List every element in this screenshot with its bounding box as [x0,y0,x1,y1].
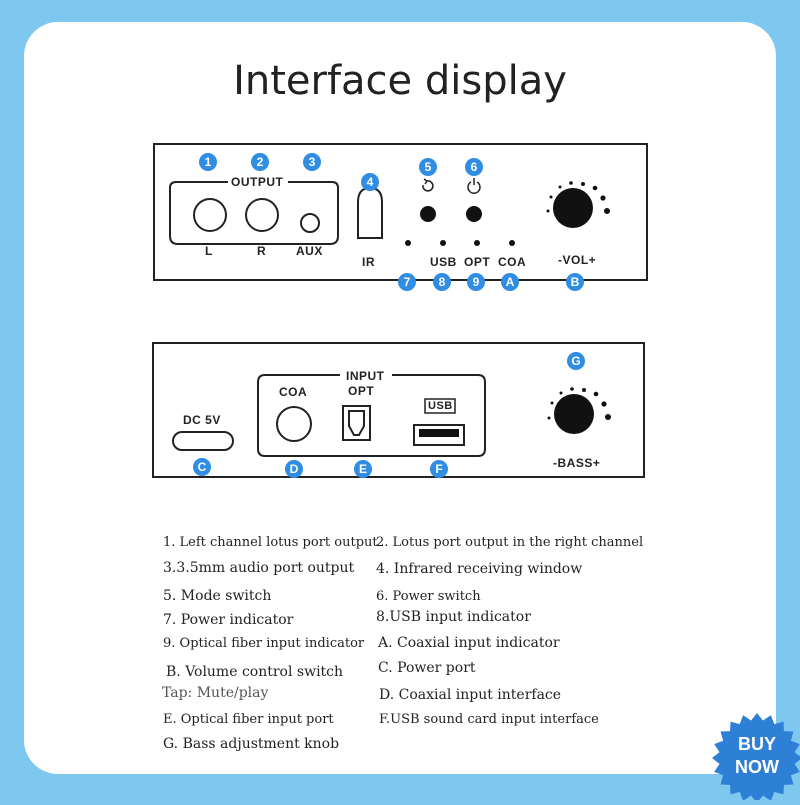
mode-switch-icon [422,178,434,192]
usb-indicator-label: USB [430,255,457,269]
legend-item-e: E. Optical fiber input port [163,712,334,727]
badge-c: C [193,458,211,476]
badge-6: 6 [465,158,483,176]
legend-item-d: D. Coaxial input interface [379,687,562,703]
coa-indicator [509,240,515,246]
aux-port [300,213,320,233]
volume-scale-dots [546,181,610,214]
legend-item-4: 4. Infrared receiving window [376,561,583,577]
dc-power-port [172,431,234,451]
ir-label: IR [362,255,375,269]
usb-input-port [413,424,465,446]
power-icon [467,178,481,194]
badge-4: 4 [361,173,379,191]
usb-indicator [440,240,446,246]
legend-item-6: 6. Power switch [376,589,481,604]
volume-knob [553,188,593,228]
badge-1: 1 [199,153,217,171]
legend-item-7: 7. Power indicator [163,612,294,628]
badge-8: 8 [433,273,451,291]
badge-b: B [566,273,584,291]
coaxial-input-port [276,406,312,442]
badge-3: 3 [303,153,321,171]
vol-label: -VOL+ [558,253,597,267]
output-group-frame [169,181,339,245]
opt-indicator-label: OPT [464,255,491,269]
legend-item-f: F.USB sound card input interface [379,712,599,727]
power-indicator [405,240,411,246]
input-opt-label: OPT [348,384,375,398]
ir-window [357,186,383,239]
legend-item-b: B. Volume control switch [166,664,344,680]
usb-port-label: USB [428,400,453,412]
input-label: INPUT [346,369,385,383]
port-aux-label: AUX [296,244,323,258]
port-l-label: L [205,244,213,258]
legend-item-b-note: Tap: Mute/play [162,685,269,701]
mode-switch-button [420,206,436,222]
badge-2: 2 [251,153,269,171]
badge-a: A [501,273,519,291]
badge-f: F [430,460,448,478]
badge-9: 9 [467,273,485,291]
bass-scale-dots [547,387,611,420]
coa-indicator-label: COA [498,255,527,269]
legend-item-3: 3.3.5mm audio port output [163,560,355,576]
legend-item-2: 2. Lotus port output in the right channe… [376,535,644,550]
badge-d: D [285,460,303,478]
legend-item-1: 1. Left channel lotus port output [163,535,378,550]
badge-7: 7 [398,273,416,291]
legend-item-5: 5. Mode switch [163,588,272,604]
page-title: Interface display [233,58,567,104]
input-group-frame [257,374,486,457]
buy-now-line1: BUY [738,734,776,754]
legend-item-g: G. Bass adjustment knob [163,736,340,752]
output-label: OUTPUT [231,175,284,189]
buy-now-line2: NOW [735,757,779,777]
badge-5: 5 [419,158,437,176]
bass-knob [554,394,594,434]
legend-item-a: A. Coaxial input indicator [378,635,560,651]
power-switch-button [466,206,482,222]
legend-item-8: 8.USB input indicator [376,609,531,625]
opt-indicator [474,240,480,246]
legend-item-c: C. Power port [378,660,476,676]
dc-label: DC 5V [183,413,221,427]
bass-label: -BASS+ [553,456,601,470]
buy-now-badge[interactable]: BUY NOW [708,708,800,803]
left-lotus-port [193,198,227,232]
badge-e: E [354,460,372,478]
coa-port-label: COA [279,385,308,399]
badge-g: G [567,352,585,370]
legend-item-9: 9. Optical fiber input indicator [163,636,365,651]
optical-input-port [342,405,371,441]
right-lotus-port [245,198,279,232]
port-r-label: R [257,244,267,258]
buy-now-starburst: BUY NOW [712,713,800,803]
usb-symbol-icon [424,398,456,414]
